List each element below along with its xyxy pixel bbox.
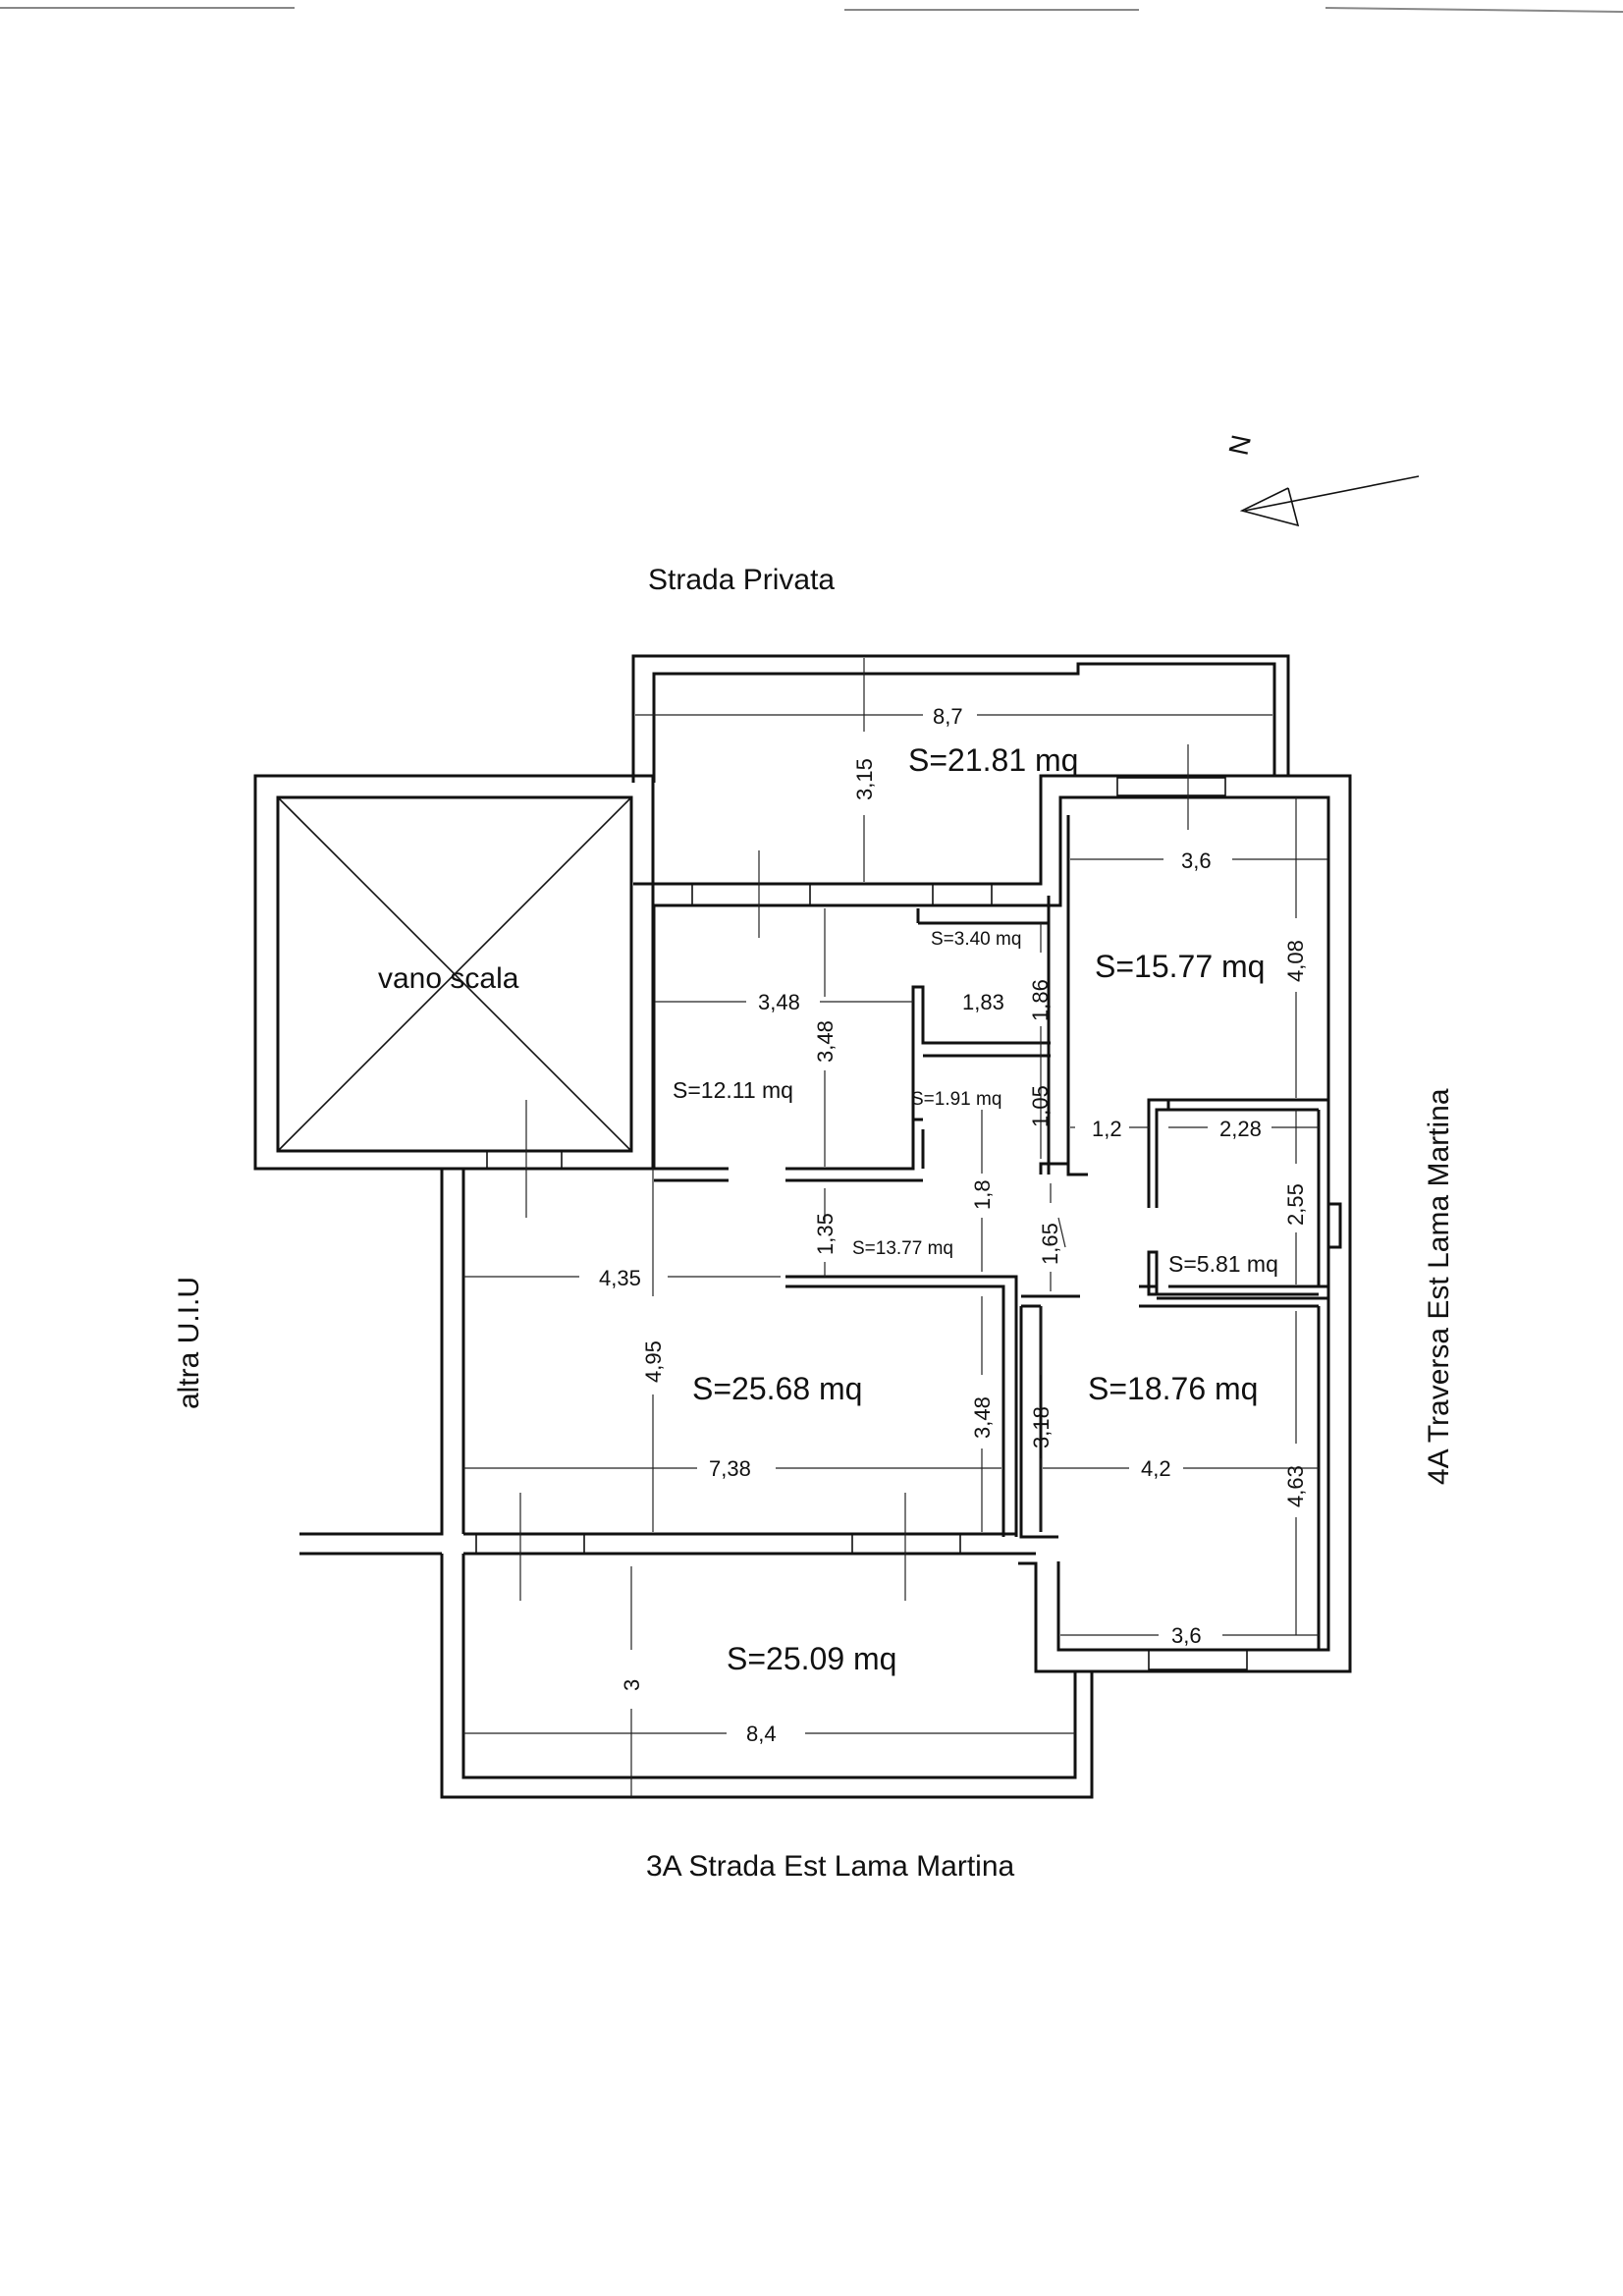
dim-8-4: 8,4: [746, 1722, 777, 1746]
area-bath-2: S=1.91 mq: [911, 1089, 1001, 1110]
dim-3-6-bot: 3,6: [1171, 1623, 1202, 1648]
dim-3-48-h: 3,48: [758, 990, 800, 1014]
dim-3-15: 3,15: [852, 758, 877, 800]
area-bath-1: S=3.40 mq: [931, 929, 1021, 950]
dim-1-8: 1,8: [970, 1179, 995, 1210]
area-terrace-bottom: S=25.09 mq: [727, 1641, 896, 1676]
dim-2-55: 2,55: [1283, 1183, 1308, 1226]
stair-label: vano scala: [378, 962, 519, 995]
dim-1-83: 1,83: [962, 990, 1004, 1014]
dim-2-28: 2,28: [1219, 1117, 1262, 1141]
area-small-e: S=5.81 mq: [1168, 1251, 1278, 1277]
area-room-ne: S=15.77 mq: [1095, 949, 1265, 984]
dim-3-18: 3,18: [1029, 1406, 1054, 1449]
scan-edge-lines: [0, 7, 1623, 13]
area-hall: S=13.77 mq: [852, 1238, 953, 1259]
dimension-lines: [463, 658, 1327, 1797]
dim-3-48-v: 3,48: [813, 1020, 838, 1063]
dim-1-05: 1,05: [1028, 1085, 1053, 1127]
north-label: N: [1223, 432, 1258, 458]
street-label-right: 4A Traversa Est Lama Martina: [1423, 1088, 1455, 1485]
walls: [253, 654, 1352, 1799]
dim-3-6-top: 3,6: [1181, 848, 1212, 873]
dim-4-95: 4,95: [641, 1340, 666, 1383]
dimension-labels: 8,7 3,15 3,6 4,08 3,48 3,48 1,83 1,86 1,…: [599, 704, 1308, 1746]
north-arrow-icon: N: [1223, 432, 1420, 527]
dim-3: 3: [620, 1679, 644, 1691]
dim-1-2: 1,2: [1092, 1117, 1122, 1141]
dim-3-48-liv: 3,48: [970, 1396, 995, 1439]
dim-1-86: 1,86: [1028, 979, 1053, 1021]
stair-cross-b: [277, 796, 632, 1152]
dim-1-65: 1,65: [1038, 1223, 1062, 1265]
street-label-top: Strada Privata: [648, 564, 835, 596]
dim-4-08: 4,08: [1283, 940, 1308, 982]
area-terrace-top: S=21.81 mq: [908, 742, 1078, 778]
area-room-se: S=18.76 mq: [1088, 1371, 1258, 1406]
area-living: S=25.68 mq: [692, 1371, 862, 1406]
street-label-left: altra U.I.U: [173, 1277, 205, 1409]
dim-8-7: 8,7: [933, 704, 963, 729]
dim-4-35: 4,35: [599, 1266, 641, 1290]
dim-1-35: 1,35: [813, 1213, 838, 1255]
area-room-nw: S=12.11 mq: [673, 1077, 793, 1103]
street-label-bottom: 3A Strada Est Lama Martina: [646, 1850, 1015, 1883]
dim-7-38: 7,38: [709, 1456, 751, 1481]
dim-4-63: 4,63: [1283, 1465, 1308, 1507]
dim-4-2: 4,2: [1141, 1456, 1171, 1481]
